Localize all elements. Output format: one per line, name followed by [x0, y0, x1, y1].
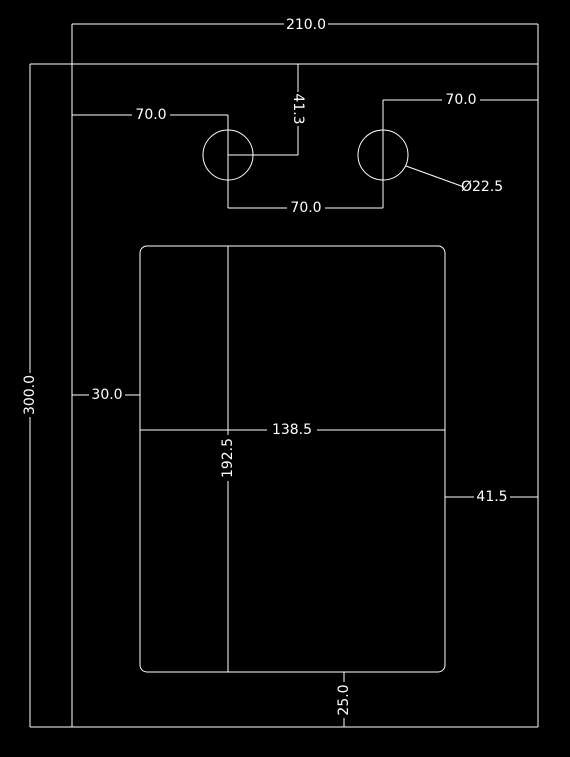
dim-overall-width: 210.0: [286, 17, 326, 33]
dim-hole-top: 41.3: [290, 93, 306, 124]
dim-hole-spacing: 70.0: [290, 200, 321, 216]
dim-basin-width: 138.5: [272, 422, 312, 438]
dim-hole-diameter: Ø22.5: [461, 179, 503, 195]
part-outline: [29, 23, 539, 728]
dimension-labels: 210.0 70.0 41.3 70.0 70.0 Ø22.5 300.0 30…: [22, 17, 508, 716]
basin-outline: [139, 245, 446, 673]
dim-overall-height: 300.0: [22, 375, 38, 415]
label-masks: [22, 16, 510, 718]
dim-basin-right: 41.5: [476, 489, 507, 505]
dimension-lines: [72, 64, 538, 727]
dim-hole-left: 70.0: [135, 107, 166, 123]
dim-basin-left: 30.0: [91, 387, 122, 403]
dim-basin-bottom: 25.0: [336, 684, 352, 715]
dim-hole-right: 70.0: [445, 92, 476, 108]
dim-basin-height: 192.5: [220, 438, 236, 478]
